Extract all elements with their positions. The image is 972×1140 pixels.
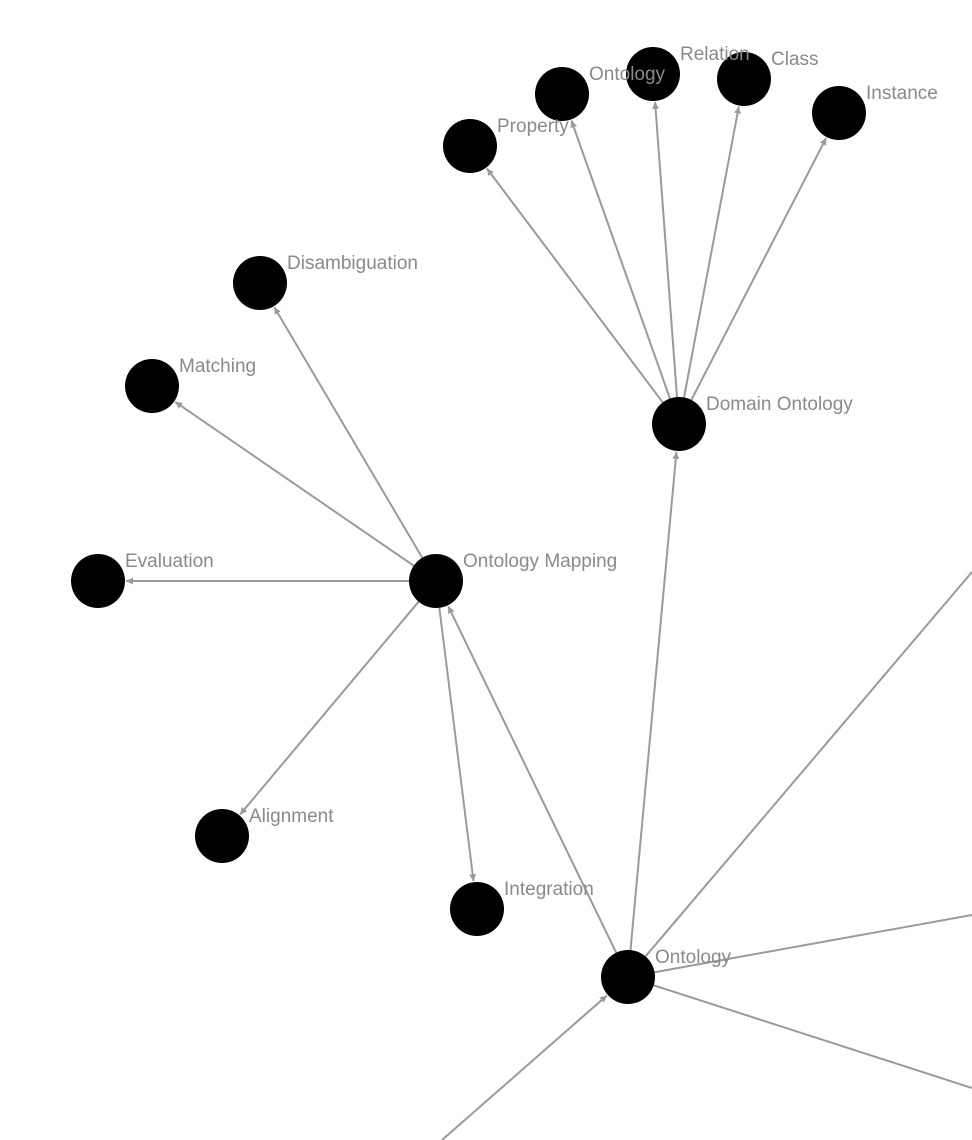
- edge-ontology-main-to-ontology-mapping: [447, 605, 618, 954]
- edge-domain-ontology-to-class: [683, 106, 741, 398]
- node-label-ontology-sub: Ontology: [589, 64, 666, 85]
- node-ontology-sub[interactable]: [535, 67, 589, 121]
- node-instance[interactable]: [812, 86, 866, 140]
- node-label-relation: Relation: [680, 44, 750, 65]
- node-label-class: Class: [771, 49, 819, 70]
- node-label-disambiguation: Disambiguation: [287, 253, 418, 274]
- edge-ontology-main-offscreen-lower-right: [653, 984, 972, 1089]
- node-matching[interactable]: [125, 359, 179, 413]
- edge-ontology-mapping-to-integration: [438, 607, 477, 882]
- edge-domain-ontology-to-ontology-sub: [570, 120, 671, 399]
- node-relation[interactable]: [626, 47, 680, 101]
- node-disambiguation[interactable]: [233, 256, 287, 310]
- node-label-evaluation: Evaluation: [125, 551, 214, 572]
- nodes-layer: [71, 47, 866, 1004]
- edge-ontology-mapping-to-disambiguation: [273, 306, 424, 559]
- edge-ontology-mapping-to-matching: [174, 401, 415, 567]
- node-label-integration: Integration: [504, 879, 594, 900]
- edge-domain-ontology-to-instance: [690, 137, 828, 401]
- edge-ontology-main-offscreen-top-right: [644, 571, 972, 958]
- node-evaluation[interactable]: [71, 554, 125, 608]
- node-domain-ontology[interactable]: [652, 397, 706, 451]
- node-label-instance: Instance: [866, 83, 938, 104]
- node-label-property: Property: [497, 116, 569, 137]
- edge-ontology-main-offscreen-right: [654, 914, 972, 974]
- node-ontology-main[interactable]: [601, 950, 655, 1004]
- node-label-domain-ontology: Domain Ontology: [706, 394, 853, 415]
- node-label-alignment: Alignment: [249, 806, 334, 827]
- node-label-ontology-mapping: Ontology Mapping: [463, 551, 617, 572]
- edges-layer: [126, 101, 972, 1140]
- edge-ontology-main-to-domain-ontology: [629, 451, 680, 951]
- edge-domain-ontology-to-property: [486, 167, 664, 404]
- node-ontology-mapping[interactable]: [409, 554, 463, 608]
- node-alignment[interactable]: [195, 809, 249, 863]
- edge-ontology-mapping-to-alignment: [239, 601, 420, 816]
- node-label-matching: Matching: [179, 356, 256, 377]
- node-label-ontology-main: Ontology: [655, 947, 732, 968]
- edge-offscreen-bottom-left-to-ontology-main: [441, 994, 608, 1140]
- node-property[interactable]: [443, 119, 497, 173]
- edge-domain-ontology-to-relation: [652, 101, 678, 398]
- node-class[interactable]: [717, 52, 771, 106]
- node-integration[interactable]: [450, 882, 504, 936]
